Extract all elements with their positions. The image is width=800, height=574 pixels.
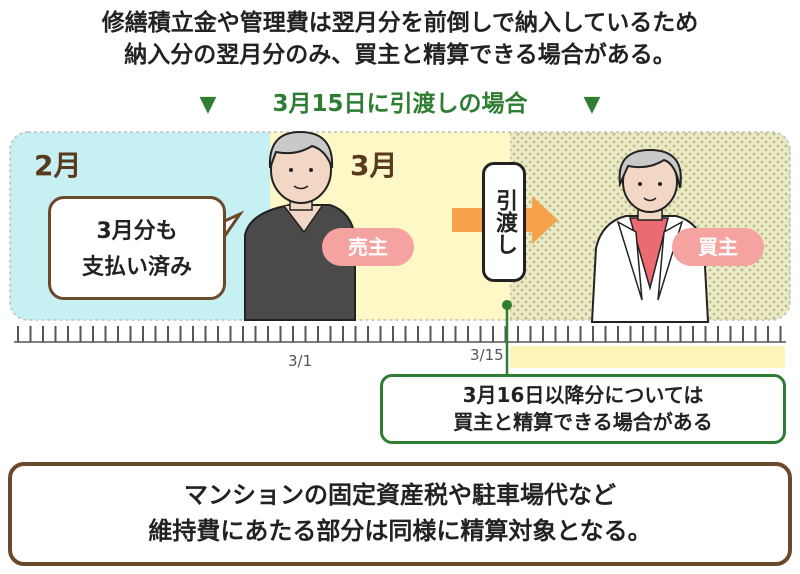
date-mar-1: 3/1 bbox=[288, 352, 313, 370]
settlement-note-line-2: 買主と精算できる場合がある bbox=[453, 410, 713, 434]
bubble-line-1: 3月分も bbox=[96, 219, 178, 244]
down-triangle-icon: ▼ bbox=[583, 92, 601, 117]
seller-label: 売主 bbox=[322, 228, 414, 266]
heading-line-1: 修繕積立金や管理費は翌月分を前倒しで納入しているため bbox=[101, 10, 699, 36]
subheading: ▼ 3月15日に引渡しの場合 ▼ bbox=[0, 84, 800, 118]
timeline-ruler bbox=[14, 326, 786, 343]
settlement-note: 3月16日以降分については 買主と精算できる場合がある bbox=[380, 374, 786, 444]
seller-paid-bubble: 3月分も 支払い済み bbox=[48, 196, 226, 300]
date-mar-15: 3/15 bbox=[470, 346, 504, 364]
heading-line-2: 納入分の翌月分のみ、買主と精算できる場合がある。 bbox=[124, 42, 676, 68]
footer-note: マンションの固定資産税や駐車場代など 維持費にあたる部分は同様に精算対象となる。 bbox=[8, 462, 792, 566]
buyer-period-bar bbox=[510, 346, 785, 368]
handover-box: 引渡し bbox=[482, 162, 526, 282]
buyer-label: 買主 bbox=[672, 228, 764, 266]
footer-line-2: 維持費にあたる部分は同様に精算対象となる。 bbox=[148, 517, 652, 545]
down-triangle-icon: ▼ bbox=[199, 92, 217, 117]
handover-marker bbox=[502, 300, 512, 310]
handover-label: 引渡し bbox=[492, 189, 517, 255]
footer-line-1: マンションの固定資産税や駐車場代など bbox=[184, 481, 616, 509]
settlement-note-line-1: 3月16日以降分については bbox=[462, 383, 704, 407]
month-march: 3月 bbox=[350, 149, 398, 182]
month-february: 2月 bbox=[34, 149, 82, 182]
handover-date-label: 3月15日に引渡しの場合 bbox=[272, 91, 528, 117]
bubble-line-2: 支払い済み bbox=[81, 255, 192, 280]
